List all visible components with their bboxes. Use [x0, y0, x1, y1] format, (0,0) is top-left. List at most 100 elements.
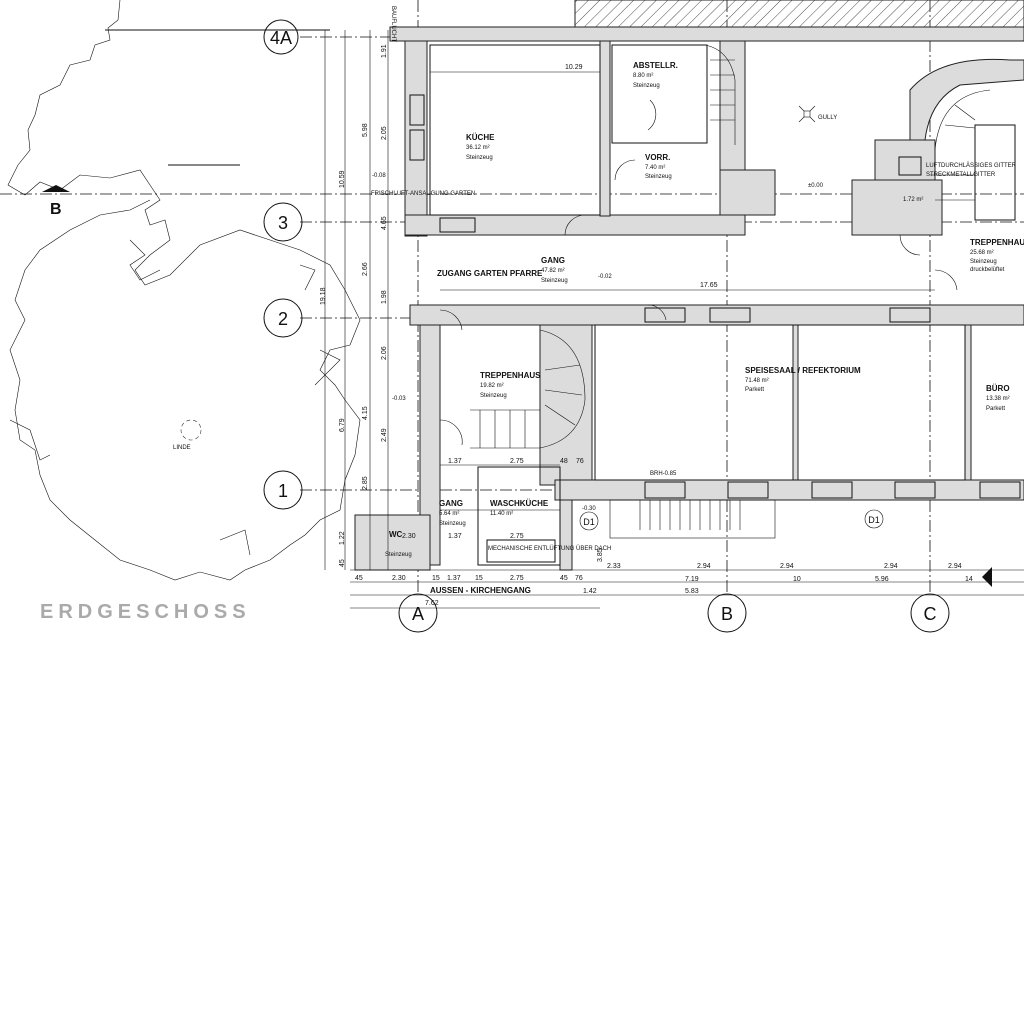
- svg-text:6.79: 6.79: [339, 418, 346, 432]
- room-floor: Steinzeug: [480, 393, 507, 399]
- room-area: 8.80 m²: [633, 73, 653, 79]
- kirchengang-label: AUSSEN - KIRCHENGANG: [430, 586, 531, 595]
- tree-canopy-outline: [7, 0, 361, 581]
- tree-label: LINDE: [173, 445, 191, 451]
- tree-trunk-marker: [180, 419, 202, 441]
- room-name: TREPPENHAUS: [480, 371, 541, 380]
- svg-text:1.37: 1.37: [447, 575, 461, 582]
- note-luft2: STRECKMETALLGITTER: [926, 172, 996, 178]
- section-arrow-icon: [982, 577, 992, 587]
- neighbor-building-hatch: [574, 0, 1024, 28]
- svg-text:A: A: [412, 604, 424, 624]
- left-dimension-labels: 1.91 2.05 5.98 10.59 4.65 2.66 1.98 19.1…: [320, 44, 388, 567]
- svg-text:2.94: 2.94: [697, 563, 711, 570]
- svg-text:1.37: 1.37: [448, 533, 462, 540]
- axis-bubble-1: 1: [263, 470, 303, 510]
- svg-text:4.15: 4.15: [362, 406, 369, 420]
- room-name: BÜRO: [986, 384, 1010, 393]
- room-area: 19.82 m²: [480, 383, 504, 389]
- bottom-dimension-labels: 45 2.30 15 1.37 15 2.75 45 76 2.33 2.94 …: [355, 458, 973, 607]
- windows: [409, 94, 1021, 499]
- room-note: druckbelüftet: [970, 267, 1005, 273]
- level-label: -0.08: [372, 173, 386, 179]
- svg-text:45: 45: [560, 575, 568, 582]
- room-area: 1.72 m²: [903, 197, 923, 203]
- room-name: SPEISESAAL / REFEKTORIUM: [745, 366, 861, 375]
- ventilation-box: [486, 539, 556, 563]
- dimension-label: 17.65: [700, 282, 718, 289]
- stair-outdoor: [609, 499, 776, 539]
- svg-text:1.91: 1.91: [381, 44, 388, 58]
- svg-text:2.05: 2.05: [381, 126, 388, 140]
- svg-text:2.94: 2.94: [780, 563, 794, 570]
- room-name: GANG: [541, 256, 565, 265]
- svg-text:2.33: 2.33: [607, 563, 621, 570]
- dimension-label: 10.29: [565, 64, 583, 71]
- room-name: ABSTELLR.: [633, 61, 678, 70]
- svg-text:2.30: 2.30: [402, 533, 416, 540]
- room-area: 7.40 m²: [645, 165, 665, 171]
- svg-text:2.94: 2.94: [884, 563, 898, 570]
- room-name: GANG: [439, 499, 463, 508]
- room-floor: Parkett: [986, 406, 1005, 412]
- svg-text:15: 15: [432, 575, 440, 582]
- svg-text:2.49: 2.49: [381, 428, 388, 442]
- svg-text:D1: D1: [868, 515, 880, 525]
- room-area: 47.82 m²: [541, 268, 565, 274]
- room-floor: Steinzeug: [970, 259, 997, 265]
- svg-text:10.59: 10.59: [339, 170, 346, 188]
- axis-bubble-2: 2: [263, 298, 303, 338]
- room-name: WASCHKÜCHE: [490, 499, 549, 508]
- svg-text:10: 10: [793, 576, 801, 583]
- svg-text:D1: D1: [583, 517, 595, 527]
- elevator-shaft: [974, 124, 1016, 221]
- room-floor: Steinzeug: [541, 278, 568, 284]
- room-waschkueche: [477, 466, 561, 566]
- stair-cellar: [704, 44, 736, 145]
- svg-text:2.06: 2.06: [381, 346, 388, 360]
- svg-text:19.18: 19.18: [320, 287, 327, 305]
- detail-bubble-d1: D1: [864, 509, 884, 529]
- detail-bubble-d1: D1: [579, 511, 599, 531]
- room-kueche: [429, 44, 601, 216]
- gully-icon: [798, 105, 816, 123]
- section-arrow-icon: [982, 567, 992, 577]
- tree-canopy-detail: [9, 239, 341, 556]
- room-floor: Steinzeug: [466, 155, 493, 161]
- room-abstellraum: [611, 44, 708, 144]
- level-label: -0.30: [582, 506, 596, 512]
- svg-text:2.85: 2.85: [362, 476, 369, 490]
- building-line-label: BAUFLUCHT: [390, 6, 396, 42]
- svg-text:2.66: 2.66: [362, 262, 369, 276]
- level-label: -0.02: [598, 274, 612, 280]
- svg-text:76: 76: [576, 458, 584, 465]
- svg-text:48: 48: [560, 458, 568, 465]
- svg-text:5.98: 5.98: [362, 123, 369, 137]
- room-name: KÜCHE: [466, 133, 495, 142]
- stair-treppenhaus-2: [930, 89, 991, 201]
- stair-treppenhaus-1: [470, 329, 586, 449]
- room-floor: Steinzeug: [645, 174, 672, 180]
- shaft-box: [898, 156, 922, 176]
- svg-text:45: 45: [339, 559, 346, 567]
- walls: [354, 26, 1024, 571]
- room-floor: Steinzeug: [633, 83, 660, 89]
- level-label: -0.03: [392, 396, 406, 402]
- svg-text:B: B: [721, 604, 733, 624]
- room-name: VORR.: [645, 153, 670, 162]
- svg-text:1: 1: [278, 481, 288, 501]
- note-frischluft: FRISCHLUFT-ANSAUGUNG GARTEN: [371, 191, 475, 197]
- svg-text:2.30: 2.30: [392, 575, 406, 582]
- room-floor: Steinzeug: [439, 521, 466, 527]
- gully-label: GULLY: [818, 115, 837, 121]
- svg-text:7.62: 7.62: [425, 600, 439, 607]
- note-luft: LUFTDURCHLÄSSIGES GITTER: [926, 162, 1017, 169]
- room-area: 5.64 m²: [439, 511, 459, 517]
- room-name: WC: [389, 530, 403, 539]
- svg-text:2: 2: [278, 309, 288, 329]
- svg-text:1.98: 1.98: [381, 290, 388, 304]
- section-marker-label: B: [50, 201, 62, 218]
- svg-text:7.19: 7.19: [685, 576, 699, 583]
- room-area: 71.48 m²: [745, 378, 769, 384]
